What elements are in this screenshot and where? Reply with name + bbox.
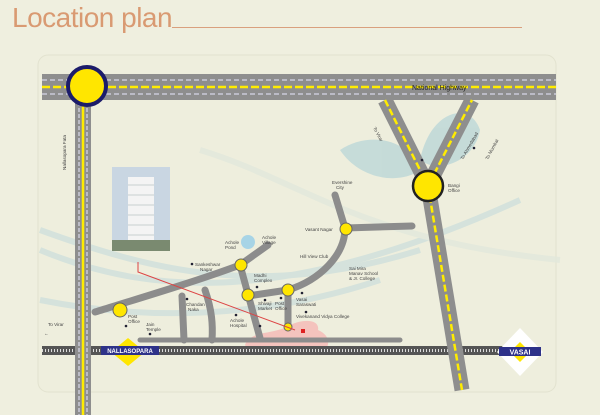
building-photo [112,167,170,251]
title-underline [172,27,522,28]
junction [281,283,295,297]
vasai-station-badge: VASAI [497,328,543,376]
nallasopara-station-badge: NALLASOPARA [101,338,159,366]
page-title: Location plan [12,2,173,33]
achole-pond-icon [241,235,255,249]
site-pointer-line [137,262,296,331]
vasant-nagar-label: Vasant Nagar [305,227,333,232]
national-highway-label: National Highway [412,85,467,92]
junction-vasai [411,169,445,203]
vasai-station-label: VASAI [510,350,531,357]
hill-view-club-label: Hill View Club [300,254,329,259]
nallasopara-fata-road [75,90,91,415]
site-marker-icon [301,329,305,333]
junction [241,288,255,302]
college-label: Vivekanand Vidya College [296,314,350,319]
junction-fata [66,65,108,107]
junction [339,222,353,236]
railway-track [42,346,522,355]
arrow-left-icon: ← [44,331,49,336]
to-virar-left-label: To Virar [48,322,64,327]
national-highway [42,74,556,100]
site-area [245,320,329,352]
nallasopara-fata-label: Nallasopara Fata [62,135,67,170]
map-frame [37,54,557,393]
landmark-dots [124,146,476,336]
local-junctions [112,222,353,332]
nallasopara-station-label: NALLASOPARA [107,349,153,355]
junction [112,302,128,318]
junction [234,258,248,272]
